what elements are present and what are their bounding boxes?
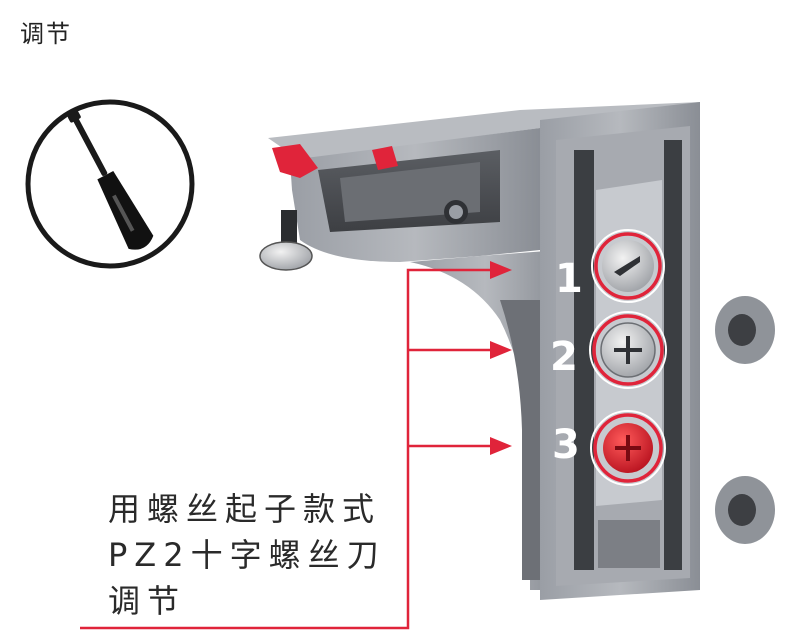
adjust-screw-1: [592, 230, 664, 302]
caption-line-3: 调节: [108, 578, 386, 624]
callout-number-2: 2: [550, 334, 578, 380]
adjust-screw-2: [590, 312, 666, 388]
screwdriver-icon: [28, 102, 192, 266]
instruction-caption: 用螺丝起子款式 PZ2十字螺丝刀 调节: [108, 486, 386, 624]
caption-line-1: 用螺丝起子款式: [108, 486, 386, 532]
callout-number-3: 3: [552, 422, 580, 468]
callout-number-1: 1: [555, 256, 583, 302]
caption-line-2: PZ2十字螺丝刀: [108, 532, 386, 578]
